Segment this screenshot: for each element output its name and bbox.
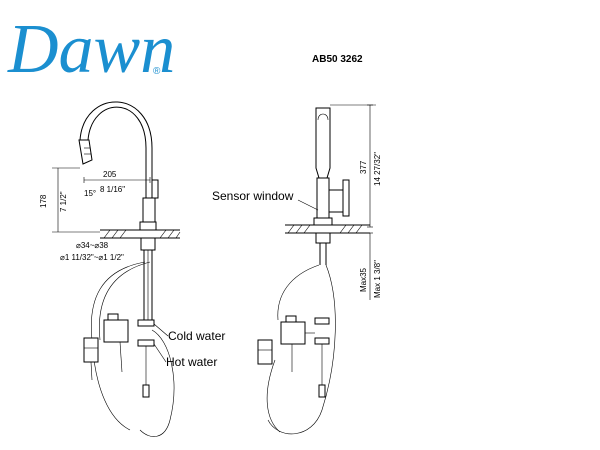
dawn-logo: Dawn ® [7, 11, 175, 88]
dim-deck-max-mm: Max35 [359, 267, 368, 292]
front-view: Sensor window 377 14 27/32" Max35 Max 1 … [212, 104, 382, 435]
dim-height-mm: 178 [39, 194, 48, 208]
water-labels: Cold water Hot water [153, 323, 225, 369]
registered-mark: ® [153, 66, 161, 77]
front-solenoid-box [280, 321, 306, 345]
label-sensor-window: Sensor window [212, 189, 294, 203]
sensor-callout: Sensor window [212, 189, 319, 211]
side-view: 205 8 1/16" 15° 178 7 1/2" ⌀34~⌀38 ⌀1 11… [39, 101, 225, 437]
side-faucet-body [78, 101, 159, 320]
label-hot-water: Hot water [166, 355, 217, 369]
front-deck [285, 224, 370, 234]
dim-spout-reach-mm: 205 [103, 170, 117, 179]
label-cold-water: Cold water [168, 329, 225, 343]
side-deck [100, 229, 181, 239]
dim-total-height-in: 14 27/32" [373, 152, 382, 186]
brand-name: Dawn [7, 11, 175, 88]
dim-deck-max-in: Max 1 3/8" [373, 260, 382, 298]
front-plumbing [257, 264, 336, 435]
dim-height-in: 7 1/2" [59, 191, 68, 212]
side-dimensions: 205 8 1/16" 15° 178 7 1/2" ⌀34~⌀38 ⌀1 11… [39, 167, 151, 262]
front-dimensions: 377 14 27/32" Max35 Max 1 3/8" [330, 104, 382, 300]
front-faucet-body [313, 107, 350, 265]
front-battery-box [257, 339, 273, 365]
dim-total-height-mm: 377 [359, 160, 368, 174]
side-battery-box [83, 337, 99, 363]
side-plumbing [83, 261, 175, 437]
side-solenoid-box [103, 319, 129, 343]
dim-hole-mm: ⌀34~⌀38 [76, 241, 109, 250]
model-number: AB50 3262 [312, 54, 363, 65]
dim-hole-in: ⌀1 11/32"~⌀1 1/2" [60, 253, 124, 262]
dim-spout-reach-in: 8 1/16" [100, 185, 125, 194]
dim-angle: 15° [84, 189, 96, 198]
